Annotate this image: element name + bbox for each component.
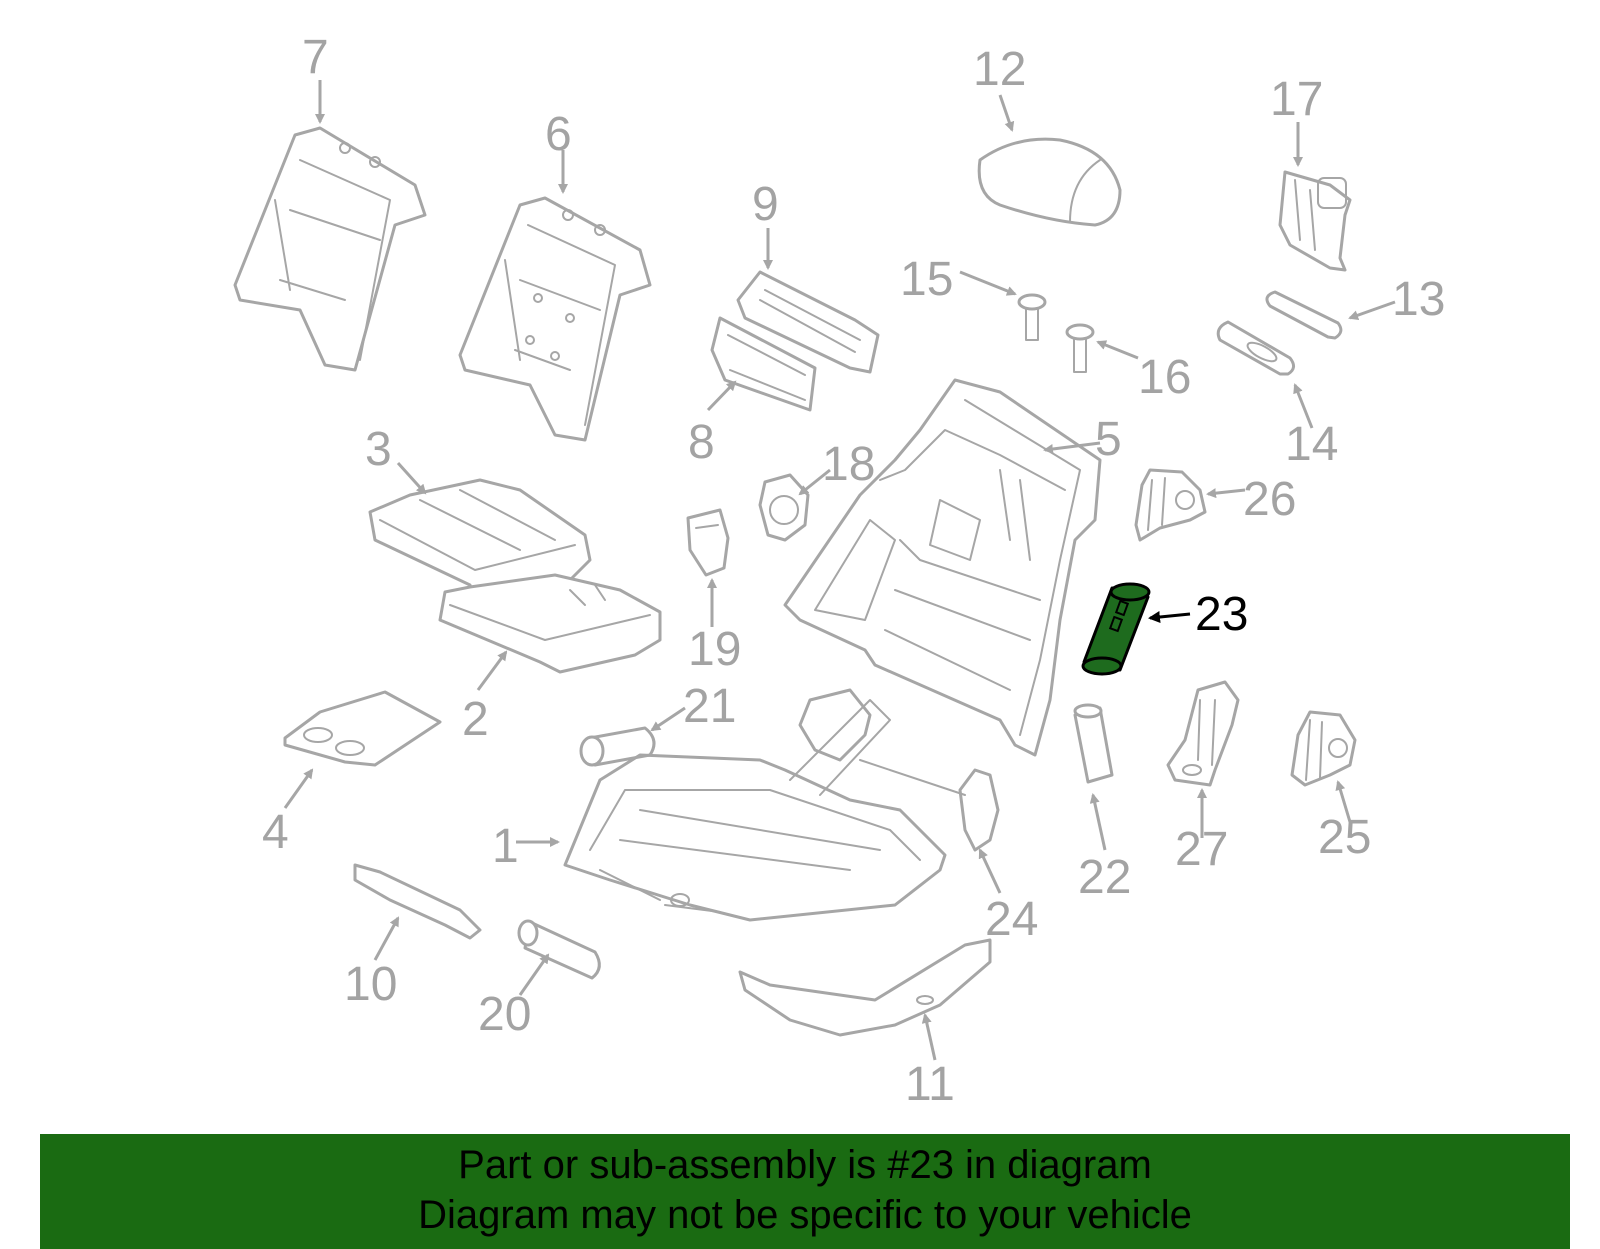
callout-19: 19	[688, 623, 741, 676]
info-banner: Part or sub-assembly is #23 in diagram D…	[40, 1134, 1570, 1249]
part-17-bracket[interactable]	[1278, 170, 1352, 272]
callout-23-highlighted: 23	[1195, 588, 1248, 641]
callout-21: 21	[683, 680, 736, 733]
callout-25: 25	[1318, 811, 1371, 864]
callout-16: 16	[1138, 351, 1191, 404]
part-3-cushion-cover[interactable]	[368, 478, 592, 600]
callout-8: 8	[688, 416, 715, 469]
part-27-recliner-bracket[interactable]	[1166, 680, 1240, 787]
callout-18: 18	[822, 438, 875, 491]
part-16-guide[interactable]	[1065, 323, 1095, 373]
callout-22: 22	[1078, 851, 1131, 904]
callout-20: 20	[478, 988, 531, 1041]
callout-15: 15	[900, 253, 953, 306]
banner-line-2: Diagram may not be specific to your vehi…	[418, 1193, 1192, 1237]
callout-6: 6	[545, 108, 572, 161]
part-8-armrest-base[interactable]	[710, 316, 817, 412]
part-24-bracket[interactable]	[798, 688, 1000, 852]
part-4-cupholder[interactable]	[283, 690, 442, 767]
callout-12: 12	[973, 43, 1026, 96]
part-10-trim-strip[interactable]	[353, 863, 482, 940]
callout-24: 24	[985, 893, 1038, 946]
part-22-motor[interactable]	[1073, 703, 1114, 784]
part-12-headrest[interactable]	[977, 137, 1122, 227]
callout-27: 27	[1175, 823, 1228, 876]
callout-17: 17	[1270, 73, 1323, 126]
callout-1: 1	[492, 820, 519, 873]
callout-labels: 1 2 3 4 5 6 7 8 9 10 11 12 13 14 15 16 1…	[262, 31, 1445, 1111]
part-13-plate[interactable]	[1265, 290, 1343, 340]
callout-2: 2	[462, 693, 489, 746]
callout-4: 4	[262, 806, 289, 859]
callout-10: 10	[344, 958, 397, 1011]
part-7-backrest-cover[interactable]	[233, 126, 427, 372]
part-18-cover[interactable]	[758, 473, 810, 542]
part-19-trim-cover[interactable]	[686, 508, 730, 577]
part-1-seat-frame[interactable]	[563, 699, 947, 922]
callout-5: 5	[1095, 413, 1122, 466]
callout-11: 11	[905, 1058, 955, 1111]
part-5-backrest-frame[interactable]	[783, 378, 1102, 757]
callout-13: 13	[1392, 273, 1445, 326]
part-20-motor[interactable]	[517, 919, 601, 980]
part-23-highlighted-motor[interactable]	[1081, 582, 1151, 676]
part-9-armrest-pad[interactable]	[736, 270, 880, 374]
callout-9: 9	[752, 178, 779, 231]
part-15-guide[interactable]	[1017, 293, 1047, 341]
part-11-side-trim[interactable]	[738, 938, 992, 1037]
callout-7: 7	[302, 31, 329, 84]
part-6-backrest-frame[interactable]	[458, 196, 652, 442]
part-14-plate[interactable]	[1216, 320, 1295, 376]
callout-14: 14	[1285, 418, 1338, 471]
banner-line-1: Part or sub-assembly is #23 in diagram	[458, 1143, 1152, 1187]
part-21-motor[interactable]	[579, 726, 656, 767]
part-25-recliner-cover[interactable]	[1290, 710, 1357, 787]
callout-3: 3	[365, 423, 392, 476]
part-26-recliner-cover[interactable]	[1134, 468, 1207, 542]
part-2-cushion[interactable]	[438, 573, 662, 674]
callout-26: 26	[1243, 473, 1296, 526]
